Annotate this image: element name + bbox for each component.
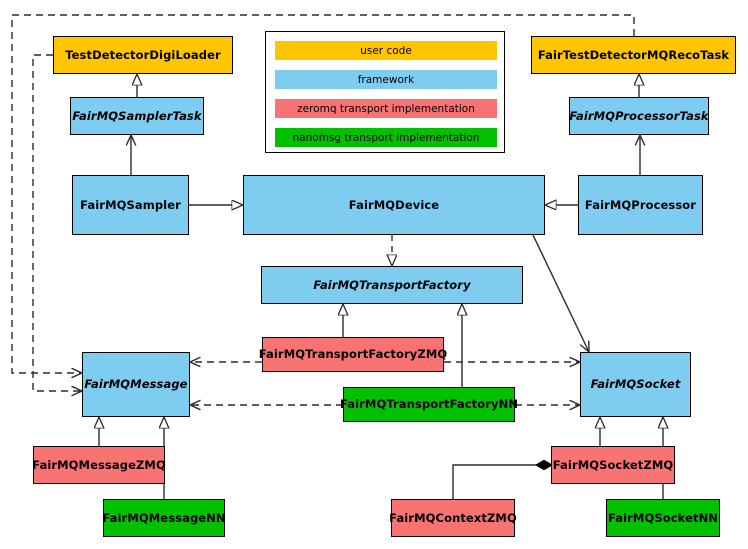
node-fair-mq-socket-zmq[interactable]: FairMQSocketZMQ — [551, 446, 675, 484]
node-fair-mq-socket-nn[interactable]: FairMQSocketNN — [606, 499, 720, 537]
node-fair-mq-sampler[interactable]: FairMQSampler — [72, 175, 189, 235]
node-fair-mq-socket[interactable]: FairMQSocket — [580, 352, 691, 417]
node-fair-mq-message-nn[interactable]: FairMQMessageNN — [102, 499, 226, 537]
node-fair-mq-transport-factory-nn[interactable]: FairMQTransportFactoryNN — [340, 387, 518, 422]
node-fair-mq-message[interactable]: FairMQMessage — [82, 352, 190, 417]
edge-socketzmq-contextzmq-composition — [452, 465, 551, 499]
color-legend: user code framework zeromq transport imp… — [265, 31, 505, 153]
node-fair-mq-message-zmq[interactable]: FairMQMessageZMQ — [32, 446, 166, 484]
edge-device-to-socket — [532, 234, 589, 352]
node-test-detector-digi-loader[interactable]: TestDetectorDigiLoader — [53, 36, 233, 74]
legend-row-zeromq: zeromq transport implementation — [275, 99, 497, 118]
node-fair-mq-sampler-task[interactable]: FairMQSamplerTask — [70, 97, 204, 135]
node-fair-test-detector-mq-reco-task[interactable]: FairTestDetectorMQRecoTask — [531, 36, 736, 74]
legend-row-framework: framework — [275, 70, 497, 89]
node-fair-mq-transport-factory[interactable]: FairMQTransportFactory — [261, 266, 523, 304]
legend-row-nanomsg: nanomsg transport implementation — [275, 128, 497, 147]
node-fair-mq-context-zmq[interactable]: FairMQContextZMQ — [389, 499, 517, 537]
node-fair-mq-processor[interactable]: FairMQProcessor — [578, 175, 703, 235]
node-fair-mq-transport-factory-zmq[interactable]: FairMQTransportFactoryZMQ — [259, 337, 447, 372]
legend-row-user-code: user code — [275, 41, 497, 60]
node-fair-mq-processor-task[interactable]: FairMQProcessorTask — [569, 97, 709, 135]
node-fair-mq-device[interactable]: FairMQDevice — [243, 175, 545, 235]
